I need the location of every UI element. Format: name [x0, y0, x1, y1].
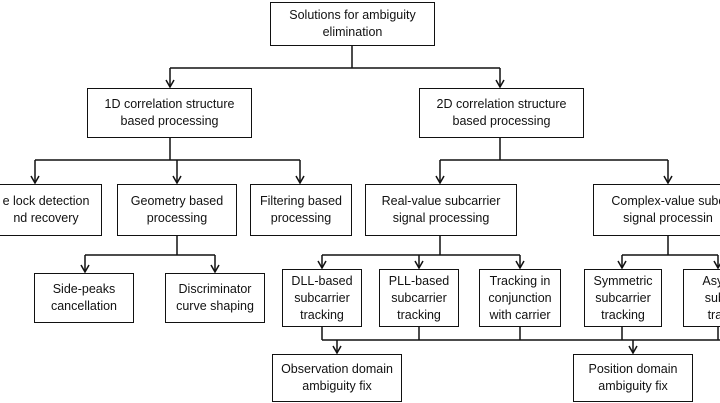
root-node-label: Solutions for ambiguity elimination: [289, 8, 416, 39]
branch-2d-connector-arrowhead-0: [435, 175, 445, 185]
geometry-connector-arrowhead-1: [210, 264, 220, 274]
side-peaks-node: Side-peaks cancellation: [34, 273, 134, 323]
position-domain-label: Position domain ambiguity fix: [588, 362, 678, 393]
root-connector-arrowhead-1: [495, 79, 505, 89]
real-value-node: Real-value subcarrier signal processing: [365, 184, 517, 236]
real-value-connector-arrowhead-1: [414, 260, 424, 270]
false-lock-label: e lock detection nd recovery: [2, 194, 90, 225]
observation-domain-node: Observation domain ambiguity fix: [272, 354, 402, 402]
complex-value-node: Complex-value subc signal processin: [593, 184, 720, 236]
geometry-connector-arrowhead-0: [80, 264, 90, 274]
branch-1d-label: 1D correlation structure based processin…: [104, 97, 235, 128]
branch-1d-connector-arrowhead-1: [172, 175, 182, 185]
root-connector-arrowhead-0: [165, 79, 175, 89]
branch-2d-label: 2D correlation structure based processin…: [436, 97, 567, 128]
complex-value-connector-arrowhead-1: [713, 260, 720, 270]
real-value-connector-arrowhead-2: [515, 260, 525, 270]
root-node: Solutions for ambiguity elimination: [270, 2, 435, 46]
discriminator-label: Discriminator curve shaping: [176, 282, 254, 313]
dll-label: DLL-based subcarrier tracking: [291, 273, 353, 322]
dll-node: DLL-based subcarrier tracking: [282, 269, 362, 327]
asymmetric-label: Asym subc trac: [702, 273, 720, 322]
position-arrowhead: [628, 345, 638, 355]
position-domain-node: Position domain ambiguity fix: [573, 354, 693, 402]
branch-2d-node: 2D correlation structure based processin…: [419, 88, 584, 138]
asymmetric-node: Asym subc trac: [683, 269, 720, 327]
branch-1d-node: 1D correlation structure based processin…: [87, 88, 252, 138]
complex-value-label: Complex-value subc signal processin: [611, 194, 720, 225]
pll-label: PLL-based subcarrier tracking: [388, 273, 450, 322]
side-peaks-label: Side-peaks cancellation: [50, 282, 117, 313]
symmetric-node: Symmetric subcarrier tracking: [584, 269, 662, 327]
filtering-label: Filtering based processing: [260, 194, 342, 225]
real-value-connector-arrowhead-0: [317, 260, 327, 270]
observation-domain-label: Observation domain ambiguity fix: [281, 362, 393, 393]
filtering-node: Filtering based processing: [250, 184, 352, 236]
geometry-node: Geometry based processing: [117, 184, 237, 236]
observation-arrowhead: [332, 345, 342, 355]
branch-1d-connector-arrowhead-0: [30, 175, 40, 185]
branch-2d-connector-arrowhead-1: [663, 175, 673, 185]
carrier-tracking-label: Tracking in conjunction with carrier: [488, 273, 552, 322]
geometry-label: Geometry based processing: [130, 194, 224, 225]
symmetric-label: Symmetric subcarrier tracking: [593, 273, 653, 322]
discriminator-node: Discriminator curve shaping: [165, 273, 265, 323]
pll-node: PLL-based subcarrier tracking: [379, 269, 459, 327]
real-value-label: Real-value subcarrier signal processing: [381, 194, 501, 225]
branch-1d-connector-arrowhead-2: [295, 175, 305, 185]
carrier-tracking-node: Tracking in conjunction with carrier: [479, 269, 561, 327]
complex-value-connector-arrowhead-0: [617, 260, 627, 270]
false-lock-node: e lock detection nd recovery: [0, 184, 102, 236]
